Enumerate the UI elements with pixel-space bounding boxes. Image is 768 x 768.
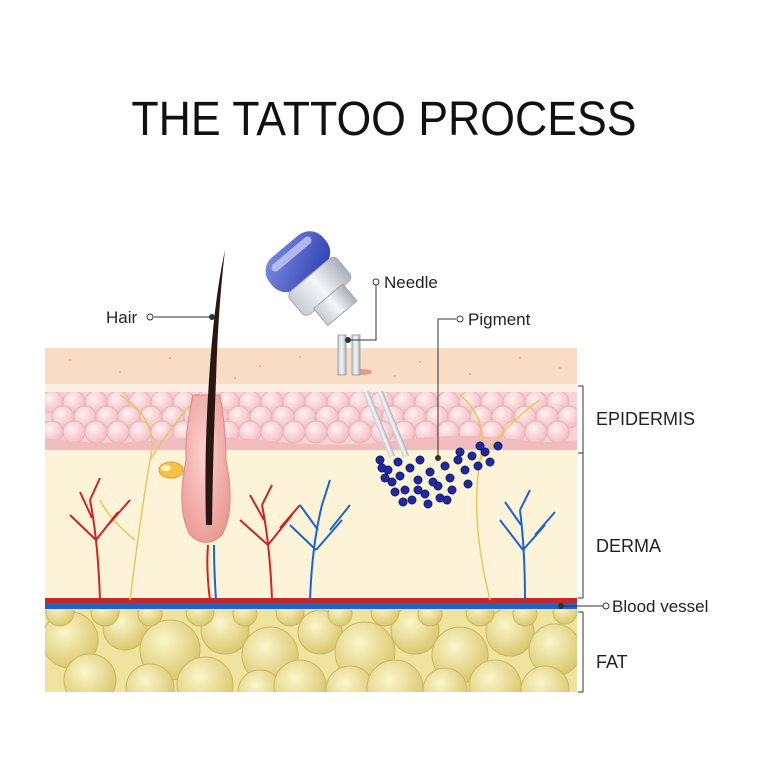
fat-cell [327,610,353,627]
derma-label: DERMA [596,536,661,556]
pigment-dot [440,461,450,471]
fat-cell [512,610,538,627]
pigment-dot [463,479,473,489]
fat-cell [370,610,400,627]
fat-cell [275,610,305,627]
pigment-dot [467,451,477,461]
fat-cell [273,659,327,692]
pigment-dot [485,457,495,467]
epidermis-cell [84,420,108,444]
fat-cell [137,610,163,627]
pigment-dot [400,485,410,495]
leader-lines [146,278,610,693]
pigment-dot [398,497,408,507]
pigment-dot [455,447,465,457]
pigment-dot [442,495,452,505]
epidermis-cell [282,420,306,444]
pigment-dot [413,485,423,495]
epidermis-cell [348,420,372,444]
fat-cell [520,665,570,692]
pigment-dot [413,475,423,485]
fat-label: FAT [596,652,628,672]
fat-cell [90,610,120,627]
fat-cell [125,663,175,692]
fat-cell [417,610,443,627]
fat-cell [552,610,577,625]
arteries [69,477,301,601]
pigment-dot [387,477,397,487]
pigment-dot [480,447,490,457]
fat-cell [237,669,283,692]
pigment-dot [393,457,403,467]
fat-cell [366,659,424,692]
pigment-dot [428,477,438,487]
needle-label: Needle [384,273,438,292]
blood-vessel-label: Blood vessel [612,597,708,616]
pigment-dot [390,487,400,497]
pigment-dot [493,441,503,451]
epidermis-cell [524,420,548,444]
epidermis-cell [326,420,350,444]
epidermis-cell [260,420,284,444]
pigment-dot [473,461,483,471]
pigment-dot [447,485,457,495]
pigment-dot [425,467,435,477]
epidermis-cell [106,420,130,444]
page-title: THE TATTOO PROCESS [131,93,637,146]
fat-cell [45,610,75,627]
pigment-dot [380,473,390,483]
veins [289,479,556,601]
fat-cell [63,653,117,692]
fat-cell [185,610,215,627]
pigment-dot [405,463,415,473]
fat-cell [232,610,258,627]
epidermis-cell [62,420,86,444]
pigment-dot [375,455,385,465]
fat-cells [45,610,577,692]
pigment-dot [475,441,485,451]
pigment-dot [377,463,387,473]
pigment-dot [395,471,405,481]
fat-cell [422,667,468,692]
epidermis-cell [546,420,570,444]
fat-cell [176,656,234,692]
pigment-dot [445,473,455,483]
hair-label: Hair [106,308,138,327]
fat-cell [468,659,522,692]
pigment-dot [423,499,433,509]
pigment-dot [407,495,417,505]
pigment-dot [460,465,470,475]
tattoo-needle [265,231,410,459]
pigment-label: Pigment [468,310,531,329]
fat-cell [465,610,495,627]
hair-shaft [205,250,225,525]
epidermis-label: EPIDERMIS [596,409,695,429]
pigment-dots [375,441,503,509]
pigment-dot [415,455,425,465]
skin-surface-layer [45,348,577,386]
blood-vessel-layer [45,598,577,603]
pigment-dot [453,455,463,465]
pigment-dot [420,489,430,499]
epidermis-cell [304,420,328,444]
epidermis-cells [45,392,577,444]
